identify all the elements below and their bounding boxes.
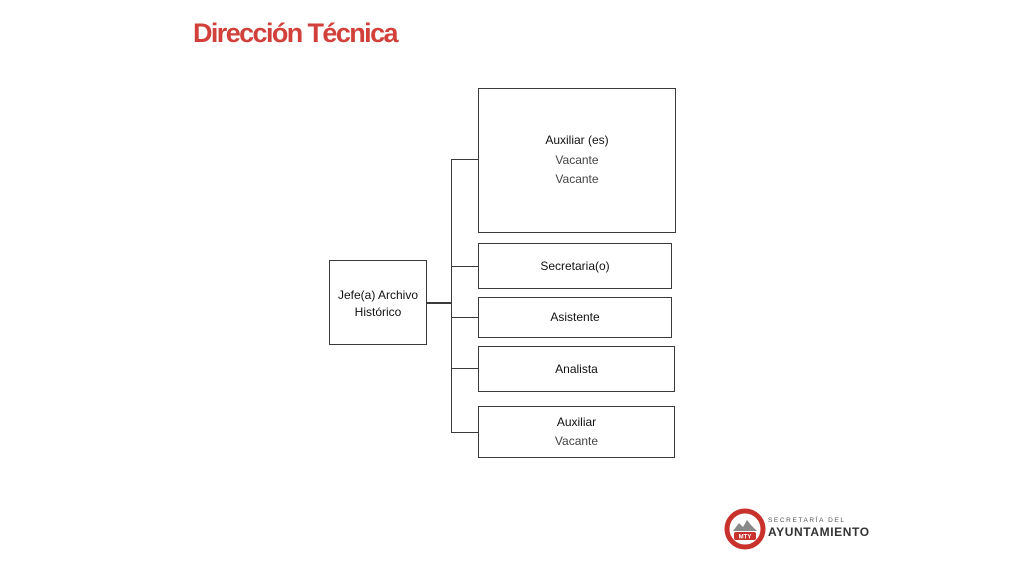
node-auxiliares-vacante-1: Vacante — [555, 153, 599, 167]
node-auxiliar-title: Auxiliar — [556, 415, 597, 429]
branch-connector-4 — [451, 368, 478, 369]
node-jefe-archivo-historico: Jefe(a) Archivo Histórico — [329, 260, 427, 345]
node-analista-title: Analista — [555, 361, 598, 376]
ayuntamiento-logo: MTY SECRETARÍA DEL AYUNTAMIENTO — [724, 508, 874, 550]
branch-connector-3 — [451, 317, 478, 318]
logo-secretaria-text: SECRETARÍA DEL — [768, 517, 846, 524]
branch-connector-1 — [451, 159, 478, 160]
mty-badge-text: MTY — [739, 535, 752, 541]
logo-ayuntamiento-text: AYUNTAMIENTO — [768, 525, 870, 539]
node-jefe-line1: Jefe(a) Archivo — [337, 287, 419, 302]
node-secretaria-title: Secretaria(o) — [540, 258, 610, 273]
node-auxiliares-vacante-2: Vacante — [555, 172, 599, 186]
node-secretaria: Secretaria(o) — [478, 243, 672, 289]
node-analista: Analista — [478, 346, 675, 392]
node-auxiliares-title: Auxiliar (es) — [545, 133, 609, 147]
branch-connector-2 — [451, 266, 478, 267]
node-jefe-line2: Histórico — [354, 304, 402, 319]
node-auxiliar: Auxiliar Vacante — [478, 406, 675, 458]
node-asistente: Asistente — [478, 297, 672, 338]
node-asistente-title: Asistente — [550, 310, 600, 324]
node-auxiliares: Auxiliar (es) Vacante Vacante — [478, 88, 676, 233]
node-auxiliar-vacante: Vacante — [554, 434, 599, 448]
root-connector — [427, 302, 451, 304]
mty-badge-icon: MTY — [724, 508, 766, 550]
vertical-spine — [451, 159, 452, 432]
slide-title: Dirección Técnica — [193, 18, 399, 48]
branch-connector-5 — [451, 432, 478, 433]
